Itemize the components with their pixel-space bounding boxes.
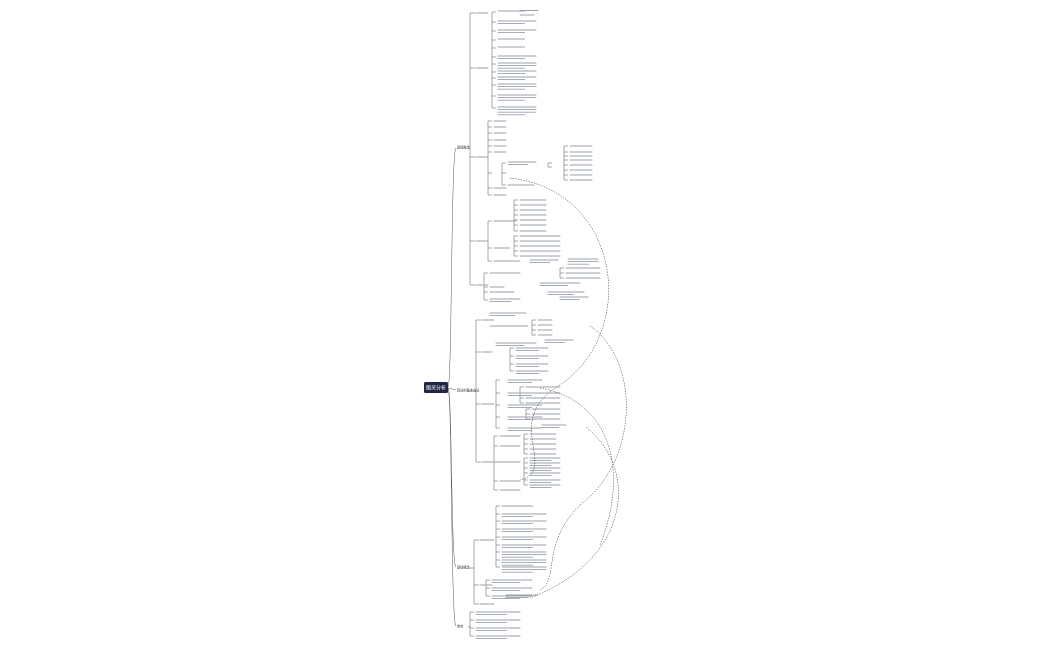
branch4-level1 xyxy=(469,611,474,637)
root-edge-3 xyxy=(447,387,457,568)
dashed-connectors xyxy=(509,177,627,599)
cluster-top xyxy=(491,11,496,109)
dashed-curve-5 xyxy=(539,387,614,546)
cluster-b2d xyxy=(519,386,524,404)
branch1-level1 xyxy=(469,12,475,286)
dashed-curve-4 xyxy=(539,504,581,591)
cluster-b2h xyxy=(523,457,528,486)
cluster-low-b xyxy=(513,235,518,257)
cluster-b2g xyxy=(523,433,528,455)
cluster-b2c xyxy=(495,379,500,429)
root-edge-2 xyxy=(447,387,457,391)
root-edge-4 xyxy=(447,388,457,627)
mind-map-edges xyxy=(447,11,568,637)
branch-label-4[interactable]: 参考 xyxy=(457,624,463,629)
cluster-b2e xyxy=(525,408,530,420)
cluster-mid-sub2 xyxy=(547,162,552,168)
cluster-right xyxy=(563,145,568,181)
dashed-curve-6 xyxy=(529,426,619,599)
mind-map-leaves xyxy=(475,10,601,640)
cluster-mid-sub xyxy=(501,162,506,186)
cluster-b2b xyxy=(509,347,514,372)
cluster-b2f xyxy=(493,435,498,491)
cluster-low-a xyxy=(513,199,518,232)
cluster-bottom-a xyxy=(559,267,564,279)
cluster-low xyxy=(487,220,492,262)
branch-label-1[interactable]: 基础概念 xyxy=(457,145,471,150)
cluster-bottom xyxy=(483,272,488,301)
branch-label-3[interactable]: 基础概念 xyxy=(457,565,471,570)
root-node-label: 图灵分析 xyxy=(426,385,446,392)
dashed-curve-1 xyxy=(509,177,609,386)
root-node[interactable]: 图灵分析 xyxy=(424,382,448,393)
cluster-mid xyxy=(487,120,492,196)
dashed-curve-3 xyxy=(579,325,627,506)
branch-label-2[interactable]: 算法的基本方法 xyxy=(457,388,479,393)
dashed-curve-2 xyxy=(519,384,561,481)
cluster-b3b xyxy=(485,579,490,597)
cluster-b2a xyxy=(531,319,536,336)
root-edge-1 xyxy=(447,147,457,388)
branch3-level1 xyxy=(473,539,479,605)
cluster-b3a xyxy=(495,505,500,568)
